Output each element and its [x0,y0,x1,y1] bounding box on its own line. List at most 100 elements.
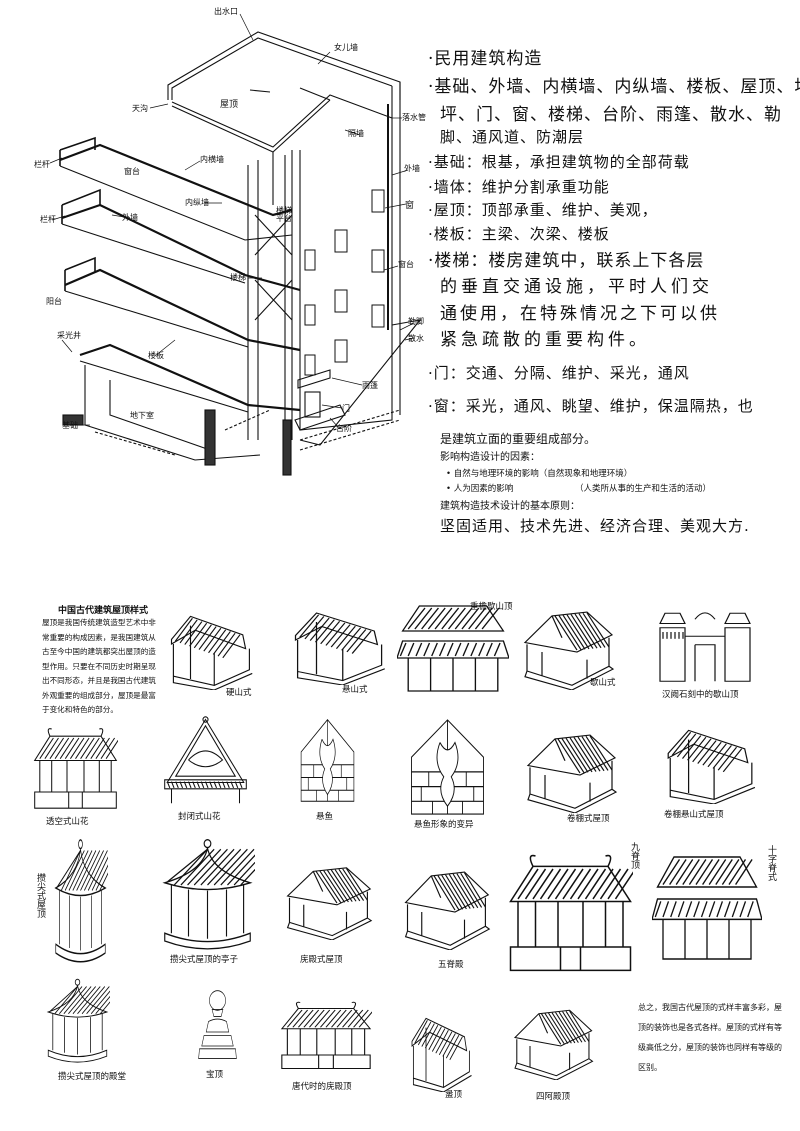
caption: 十字脊式 [766,845,776,881]
figure-hanging-fish-variant [410,718,485,816]
notes-foundation: ·基础：根基，承担建筑物的全部荷载 [428,153,690,171]
label-light-well: 采光井 [57,331,81,340]
building-cutaway-illustration [49,13,422,476]
figure-cross-ridge-roof [652,845,762,965]
notes-stairs-line: ·楼梯：楼房建筑中，联系上下各层 [428,251,705,271]
figure-tang-hipped-roof [280,995,372,1070]
figure-open-gable-flower [33,720,118,810]
figure-double-eave-roof [397,596,509,696]
figure-rolled-overhanging-roof [658,712,760,804]
line-drawing [523,611,615,690]
notes-components-line: ·基础、外墙、内横墙、内纵墙、楼板、屋顶、地 [428,77,800,97]
line-drawing [411,1017,472,1092]
roof-styles-title: 中国古代建筑屋顶样式 [58,606,149,616]
caption: 四阿殿顶 [536,1092,571,1102]
line-drawing [509,854,633,972]
label-stair-landing: 楼梯平台 [276,206,292,223]
label-balcony: 阳台 [46,297,62,306]
label-exterior-wall-right: 外墙 [404,164,420,173]
notes-stairs-line: 通使用，在特殊情况之下可以供 [440,304,720,324]
caption: 硬山式 [226,688,252,698]
caption: 五脊殿 [438,960,464,970]
caption: 悬鱼 [316,812,334,822]
label-exterior-wall-left: 外墙 [122,213,138,222]
line-drawing [286,867,373,940]
line-drawing [46,978,110,1063]
figure-hip-gable-roof [517,595,617,690]
line-drawing [54,839,108,963]
caption: 攒尖式屋顶 [35,873,45,918]
notes-stairs-line: 的垂直交通设施，平时人们交 [440,277,713,297]
line-drawing [652,856,762,960]
caption: 卷棚式屋顶 [567,814,610,824]
label-inner-cross-wall: 内横墙 [200,155,224,164]
caption: 汉阙石刻中的歇山顶 [662,690,739,700]
line-drawing [280,1001,372,1069]
label-steps: 台阶 [336,424,352,433]
figure-five-ridge-hall [398,855,493,950]
line-drawing [411,719,484,815]
label-canopy: 雨篷 [362,381,378,390]
figure-precious-finial [195,990,240,1060]
label-downpipe: 落水管 [402,113,426,122]
notes-roof: ·屋顶：顶部承重、维护、美观， [428,201,658,219]
building-section-drawing: 出水口 女儿墙 天沟 屋顶 落水管 隔墙 外墙 栏杆 内横墙 窗台 内纵墙 楼梯… [0,0,430,480]
notes-factor-natural: • 自然与地理环境的影响（自然现象和地理环境） [446,469,633,479]
caption: 庑殿式屋顶 [300,955,343,965]
roof-styles-summary: 总之，我国古代屋顶的式样丰富多彩，屋顶的装饰也是各式各样。屋顶的式样有等级高低之… [638,1003,782,1072]
notes-window-line: 是建筑立面的重要组成部分。 [440,432,597,446]
caption: 歇山式 [590,678,616,688]
label-plinth: 勒脚 [408,317,424,326]
line-drawing [162,839,255,950]
notes-stairs-line: 紧急疏散的重要构件。 [440,330,650,350]
notes-principles: 坚固适用、技术先进、经济合理、美观大方. [440,517,750,535]
line-drawing [33,728,118,809]
notes-window-line: ·窗：采光，通风、眺望、维护，保温隔热，也 [428,397,754,415]
figure-four-slope-hall [508,995,596,1080]
label-partition: 隔墙 [348,129,364,138]
notes-factor-human-detail: （人类所从事的生产和生活的活动） [575,484,712,494]
notes-components-line: 脚、通风道、防潮层 [440,128,585,146]
roof-styles-intro: 屋顶是我国传统建筑造型艺术中非常重要的构成因素，是我国建筑从古至今中国的建筑都突… [42,618,156,714]
caption: 悬鱼形象的变异 [414,820,474,830]
caption: 封闭式山花 [178,812,221,822]
figure-pyramidal-pavilion [160,838,255,950]
figure-lu-roof [405,1000,475,1092]
label-basement: 地下室 [130,411,154,420]
figure-pyramidal-hall [45,978,110,1063]
notes-components-line: 坪、门、窗、楼梯、台阶、雨篷、散水、勒 [440,105,782,125]
label-apron: 散水 [408,334,424,343]
figure-han-que-gate [655,598,755,683]
figure-nine-ridge-roof [508,843,633,973]
label-parapet: 女儿墙 [334,43,358,52]
caption: 九脊顶 [629,842,639,869]
line-drawing [404,871,491,950]
caption: 攒尖式屋顶的殿堂 [58,1072,127,1082]
figure-closed-gable-flower [163,715,248,805]
line-drawing [294,612,386,685]
notes-door: ·门：交通、分隔、维护、采光，通风 [428,364,690,382]
line-drawing [526,734,618,813]
label-railing-top: 栏杆 [34,160,50,169]
notes-factor-human: • 人为因素的影响 [446,484,514,494]
caption: 盝顶 [445,1090,463,1100]
label-floor-slab: 楼板 [148,351,164,360]
figure-hanging-fish [300,718,355,803]
label-inner-long-wall: 内纵墙 [185,198,209,207]
figure-rolled-roof [520,718,620,813]
label-foundation: 基础 [62,421,78,430]
notes-factors-title: 影响构造设计的因素： [440,452,540,463]
figure-overhanging-gable-roof [285,595,390,685]
caption: 卷棚悬山式屋顶 [664,810,724,820]
notes-floor: ·楼板：主梁、次梁、楼板 [428,225,610,243]
label-window: 窗 [405,201,415,211]
notes-wall: ·墙体：维护分割承重功能 [428,178,610,196]
line-drawing [667,729,756,804]
figure-pyramidal-roof [53,838,108,963]
label-sill-left: 窗台 [124,167,140,176]
figure-hard-gable-roof [162,598,257,690]
caption: 宝顶 [206,1070,224,1080]
caption: 攒尖式屋顶的亭子 [170,955,239,965]
line-drawing [513,1009,594,1080]
line-drawing [397,605,509,692]
